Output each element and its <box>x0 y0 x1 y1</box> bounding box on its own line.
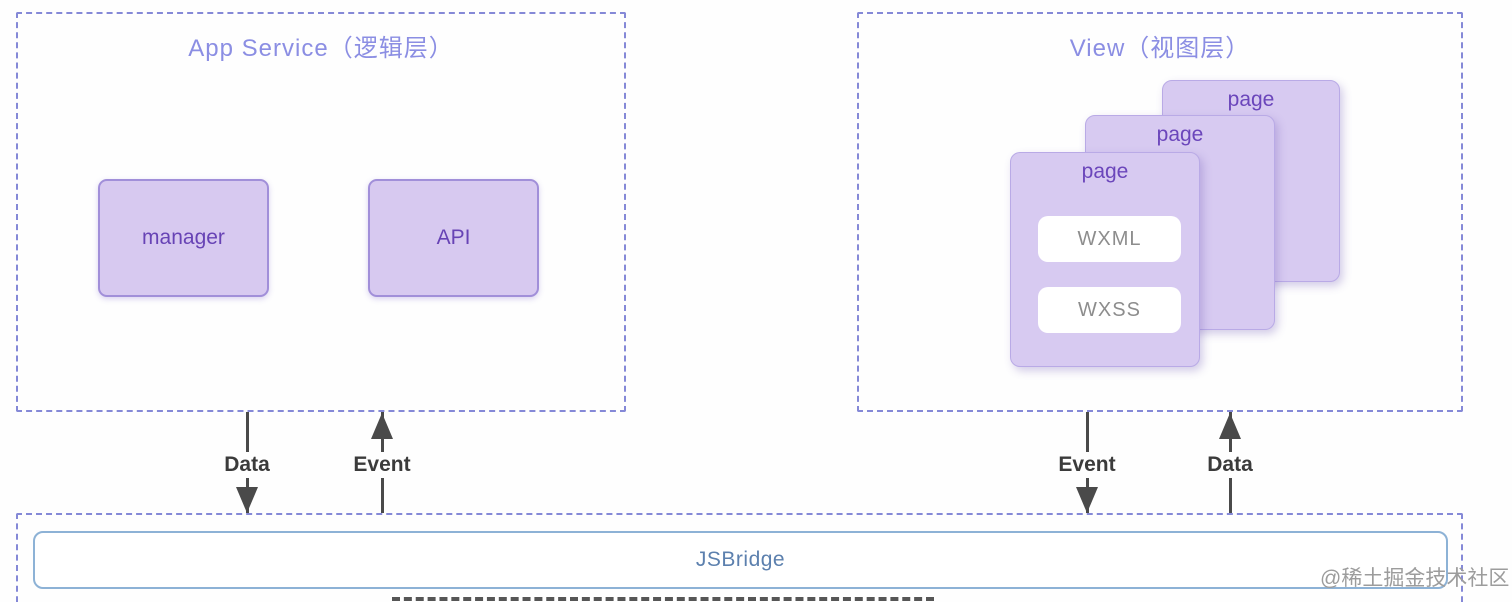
data-up-arrow-label: Data <box>1200 452 1260 478</box>
jsbridge-panel <box>16 513 1463 602</box>
manager-node: manager <box>98 179 269 297</box>
page-card-label: page <box>1081 160 1129 183</box>
data-up-arrowhead-icon <box>1219 413 1241 439</box>
page-card-label: page <box>1227 88 1275 111</box>
page-card-label: page <box>1156 123 1204 146</box>
api-node-label: API <box>436 226 471 249</box>
event-down-arrowhead-icon <box>1076 487 1098 513</box>
bottom-dashed-line <box>392 597 934 601</box>
data-down-arrow-label: Data <box>217 452 277 478</box>
wxss-label: WXSS <box>1078 298 1141 321</box>
manager-node-label: manager <box>142 226 225 249</box>
wxml-label: WXML <box>1077 227 1142 250</box>
jsbridge-label: JSBridge <box>695 548 786 571</box>
wxss-box: WXSS <box>1038 287 1181 333</box>
view-panel: View（视图层） <box>857 12 1463 412</box>
watermark: @稀土掘金技术社区 <box>1320 567 1510 590</box>
page-card-front: page WXML WXSS <box>1010 152 1200 367</box>
event-up-arrowhead-icon <box>371 413 393 439</box>
jsbridge-bar: JSBridge <box>33 531 1448 589</box>
data-down-arrowhead-icon <box>236 487 258 513</box>
app-service-title: App Service（逻辑层） <box>188 35 454 62</box>
event-up-arrow-label: Event <box>346 452 418 478</box>
api-node: API <box>368 179 539 297</box>
wxml-box: WXML <box>1038 216 1181 262</box>
app-service-panel: App Service（逻辑层） <box>16 12 626 412</box>
event-down-arrow-label: Event <box>1051 452 1123 478</box>
view-title: View（视图层） <box>1069 35 1251 62</box>
